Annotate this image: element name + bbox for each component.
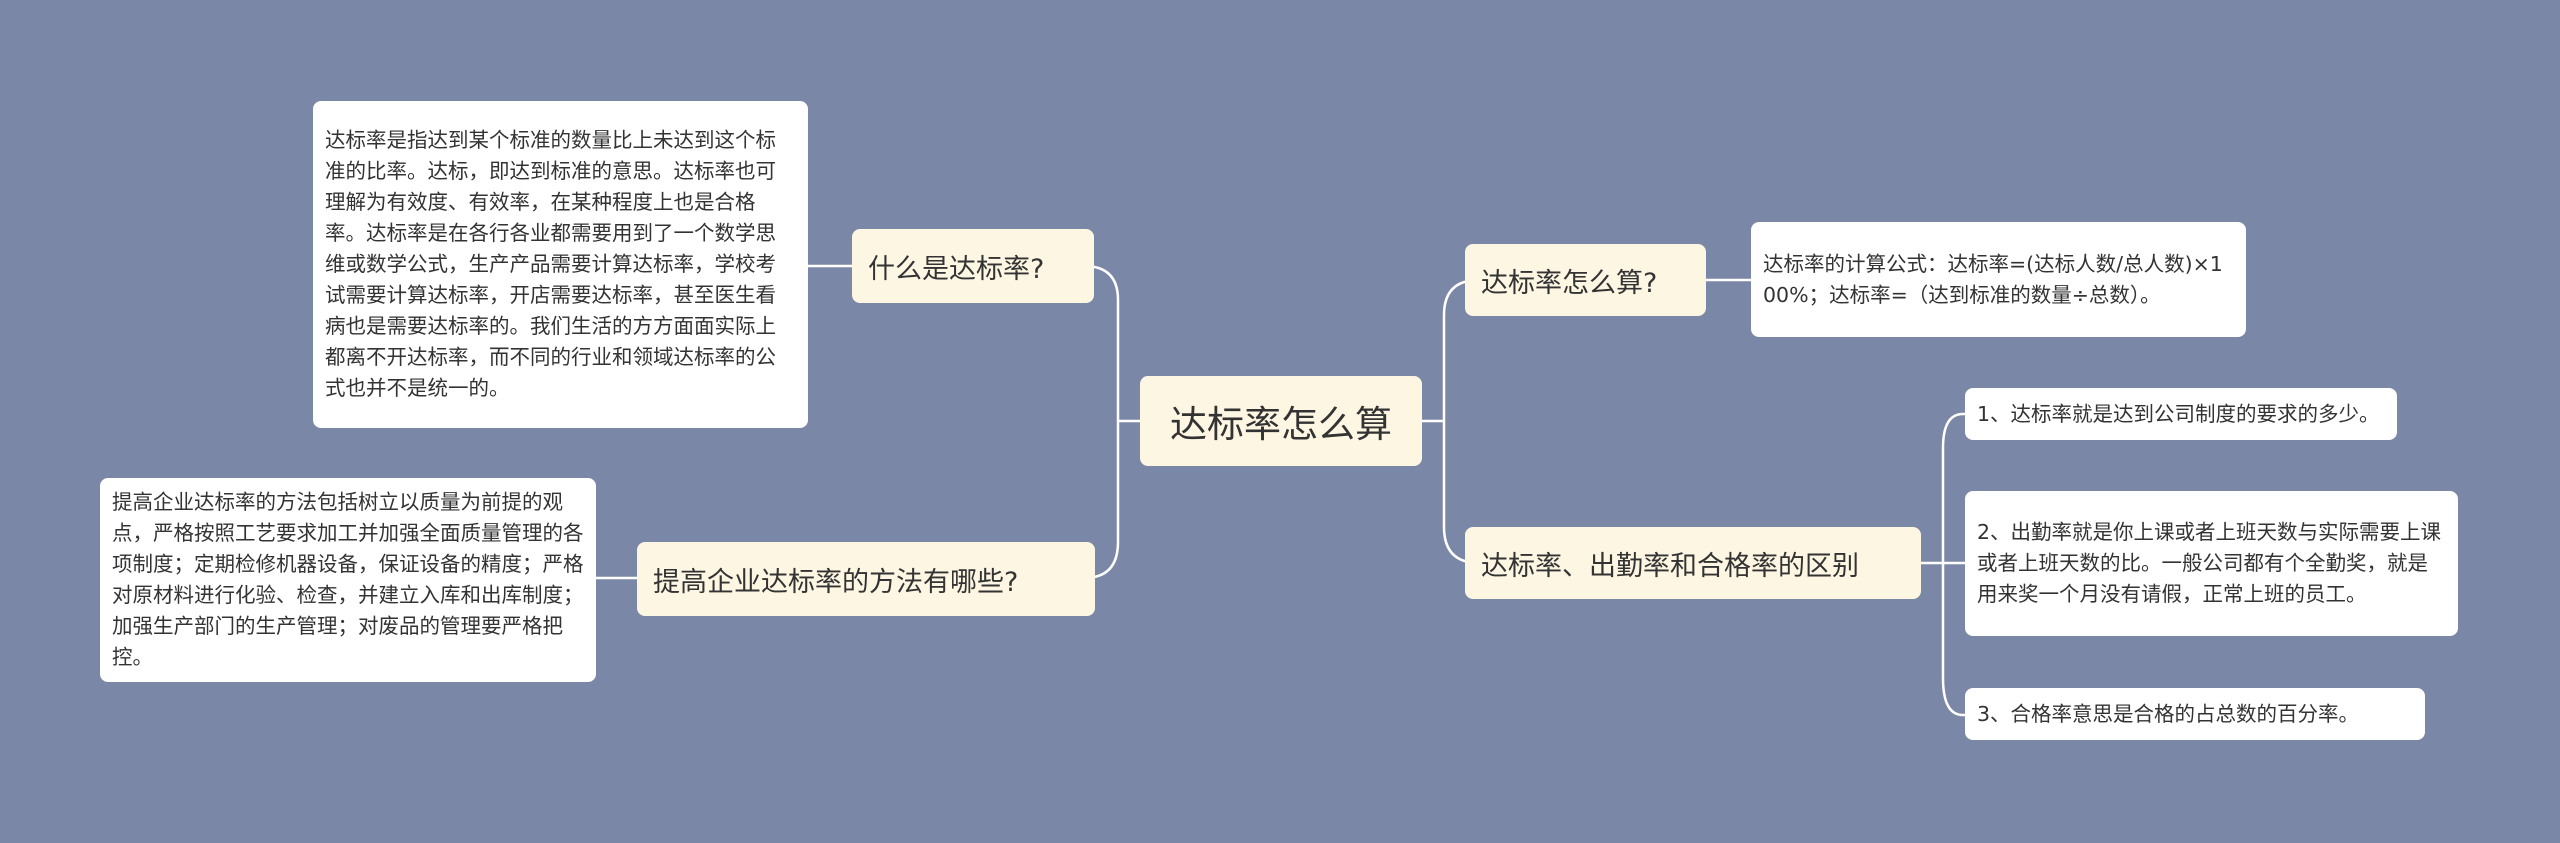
- detail-what-is-rate[interactable]: 达标率是指达到某个标准的数量比上未达到这个标准的比率。达标，即达到标准的意思。达…: [313, 101, 808, 428]
- difference-item-1-text: 1、达标率就是达到公司制度的要求的多少。: [1977, 401, 2380, 426]
- difference-item-3[interactable]: 3、合格率意思是合格的占总数的百分率。: [1965, 688, 2425, 740]
- difference-item-2[interactable]: 2、出勤率就是你上课或者上班天数与实际需要上课或者上班天数的比。一般公司都有个全…: [1965, 491, 2458, 636]
- branch-how-to-calculate[interactable]: 达标率怎么算?: [1465, 244, 1706, 316]
- root-topic-label: 达标率怎么算: [1170, 403, 1392, 446]
- branch-improve-methods[interactable]: 提高企业达标率的方法有哪些?: [637, 542, 1095, 616]
- link-root-right-branches: [1420, 278, 1488, 565]
- branch-what-is-rate[interactable]: 什么是达标率?: [852, 229, 1094, 303]
- difference-item-3-text: 3、合格率意思是合格的占总数的百分率。: [1977, 701, 2360, 726]
- detail-improve-methods[interactable]: 提高企业达标率的方法包括树立以质量为前提的观点，严格按照工艺要求加工并加强全面质…: [100, 478, 596, 682]
- branch-how-to-calculate-label: 达标率怎么算?: [1481, 267, 1658, 299]
- difference-item-2-text: 2、出勤率就是你上课或者上班天数与实际需要上课或者上班天数的比。一般公司都有个全…: [1977, 520, 2442, 606]
- link-difference-items: [1919, 412, 1967, 717]
- detail-what-is-rate-text: 达标率是指达到某个标准的数量比上未达到这个标准的比率。达标，即达到标准的意思。达…: [325, 128, 776, 400]
- branch-rate-differences[interactable]: 达标率、出勤率和合格率的区别: [1465, 527, 1921, 599]
- branch-what-is-rate-label: 什么是达标率?: [868, 253, 1045, 285]
- difference-item-1[interactable]: 1、达标率就是达到公司制度的要求的多少。: [1965, 388, 2397, 440]
- root-topic[interactable]: 达标率怎么算: [1140, 376, 1422, 466]
- detail-improve-methods-text: 提高企业达标率的方法包括树立以质量为前提的观点，严格按照工艺要求加工并加强全面质…: [112, 490, 584, 669]
- link-root-left-branches: [1075, 264, 1142, 580]
- detail-formula-text: 达标率的计算公式：达标率=(达标人数/总人数)×100%；达标率=（达到标准的数…: [1763, 251, 2223, 307]
- branch-improve-methods-label: 提高企业达标率的方法有哪些?: [653, 566, 1019, 598]
- detail-formula[interactable]: 达标率的计算公式：达标率=(达标人数/总人数)×100%；达标率=（达到标准的数…: [1751, 222, 2246, 337]
- branch-rate-differences-label: 达标率、出勤率和合格率的区别: [1481, 550, 1859, 582]
